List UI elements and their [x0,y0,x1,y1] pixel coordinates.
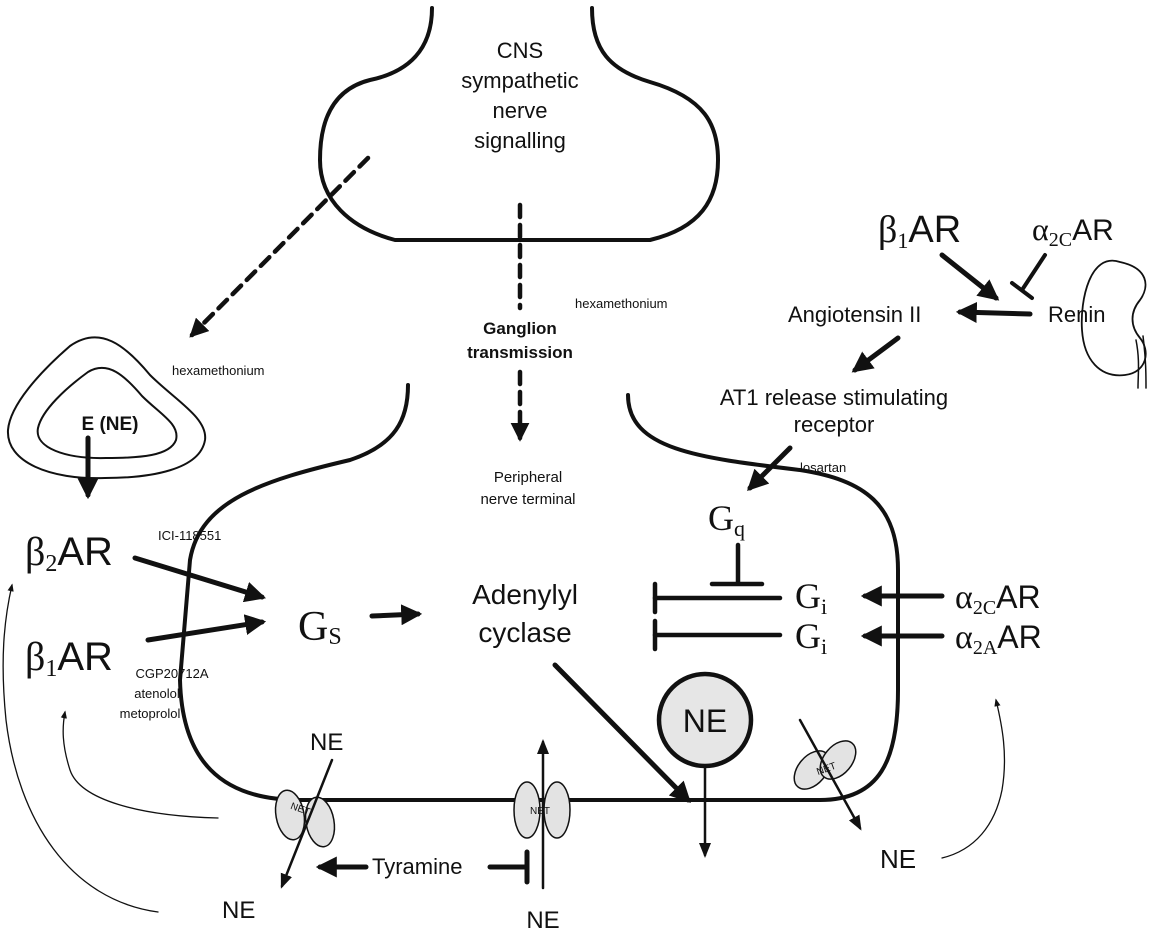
net-right-efflux-arrow [798,718,862,831]
cns-label-line1: CNS [497,38,543,63]
alpha2c-inhibit-renin-line [1020,253,1047,292]
losartan-label: losartan [800,460,846,475]
beta1-to-renin-arrow [939,252,1000,301]
hexamethonium-label-adrenal: hexamethonium [172,363,265,378]
cns-to-adrenal-dashed-arrow [189,155,371,338]
hexamethonium-label-ganglion: hexamethonium [575,296,668,311]
beta2-to-gs-arrow [132,555,267,603]
gi-protein-label-1: Gi [795,576,827,619]
peripheral-terminal-outline [178,383,900,802]
cns-label-line4: signalling [474,128,566,153]
cgp20712a-label: CGP20712A [136,666,209,681]
kidney-icon [1080,259,1147,389]
peripheral-label-line2: nerve terminal [480,491,575,508]
net-transporter-left [274,789,336,848]
beta1-ar-top-label: β1AR [878,209,961,253]
net-transporter-middle [513,781,571,839]
net-transporter-right [793,740,857,790]
alpha2a-ar-label: α2AAR [955,619,1042,659]
gs-to-adenylyl-cyclase-arrow [369,604,423,626]
at1-receptor-label-line2: receptor [794,412,875,437]
adenylyl-cyclase-label-line2: cyclase [478,617,571,648]
ne-label-middle: NE [526,907,559,934]
gs-protein-label: GS [298,604,342,650]
ne-label-left-top: NE [310,729,343,756]
metoprolol-label: metoprolol [120,706,181,721]
ne-vesicle [656,671,754,769]
cns-label-line3: nerve [492,98,547,123]
ganglion-label-line2: transmission [467,343,573,362]
alpha2c-ar-top-label: α2CAR [1032,211,1114,251]
atenolol-label: atenolol [134,686,180,701]
gi-protein-label-2: Gi [795,616,827,659]
peripheral-label-line1: Peripheral [494,469,562,486]
renin-to-angiotensin-arrow [955,301,1033,323]
alpha2c-inhibit-renin-bar [1010,281,1034,300]
angiotensin-ii-label: Angiotensin II [788,302,921,327]
beta1-to-gs-arrow [145,614,267,643]
ici-118551-label: ICI-118551 [158,528,221,543]
adrenal-e-ne-label: E (NE) [82,414,139,435]
cns-neuron-outline [318,6,720,242]
ne-label-right: NE [880,844,916,874]
cns-label-line2: sympathetic [461,68,578,93]
renin-label: Renin [1048,302,1105,327]
angiotensin-to-at1-arrow [851,335,901,373]
ne-vesicle-label: NE [683,703,727,739]
alpha2c-ar-right-label: α2CAR [955,579,1041,619]
beta2-ar-label: β2AR [25,529,113,577]
net-left-reuptake-arrow [280,758,334,889]
ganglion-label-line1: Ganglion [483,319,557,338]
feedback-arrow-right [941,698,1006,859]
adenylyl-cyclase-to-release-arrow [552,662,691,803]
feedback-arrow-left-outer [2,583,159,913]
feedback-arrow-left-inner [60,710,219,819]
tyramine-label: Tyramine [372,854,462,879]
ne-label-left-bottom: NE [222,897,255,924]
at1-receptor-label-line1: AT1 release stimulating [720,385,948,410]
adrenal-gland-icon [6,336,207,480]
at1-to-gq-arrow [747,445,793,491]
gq-protein-label: Gq [708,498,745,541]
beta1-ar-left-label: β1AR [25,634,113,682]
net-label-middle: NET [530,806,550,817]
adenylyl-cyclase-label-line1: Adenylyl [472,579,578,610]
